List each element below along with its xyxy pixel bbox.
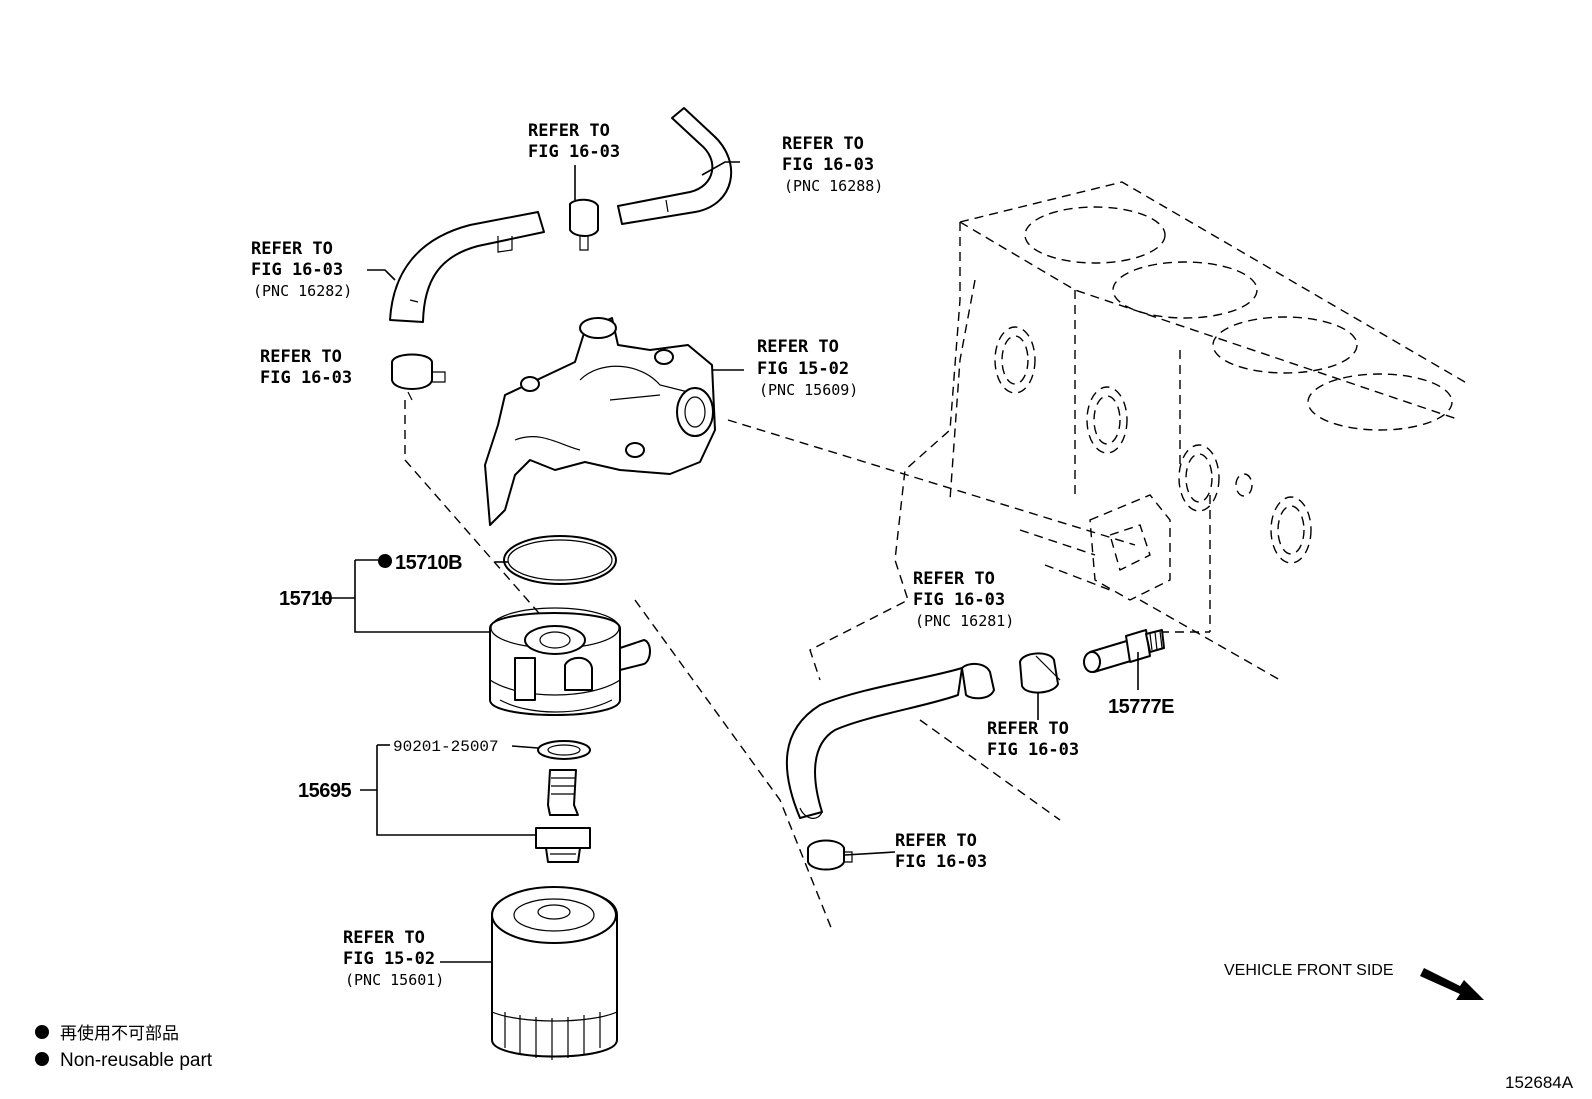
ref-label-5: REFER TO FIG 15-02 (PNC 15609) [757,337,858,399]
clamp-right [1019,652,1061,694]
ref-label-2-pnc: (PNC 16288) [784,177,883,195]
washer-90201-25007 [537,740,591,760]
non-reusable-marker-15710B [378,554,392,568]
vehicle-front-side-label: VEHICLE FRONT SIDE [1224,962,1394,979]
ref-label-5-line1: REFER TO [757,337,839,357]
ref-label-2: REFER TO FIG 16-03 (PNC 16288) [782,134,883,195]
ref-label-3-line2: FIG 16-03 [251,260,343,280]
clamp-left [391,353,446,401]
alignment-lines [404,400,1210,931]
part-number-15710: 15710 [279,588,332,610]
front-direction-arrow-icon [1420,968,1484,1000]
ref-label-6-line1: REFER TO [913,569,995,589]
ref-label-1: REFER TO FIG 16-03 [528,121,620,162]
ref-label-1-line1: REFER TO [528,121,610,141]
ref-label-4: REFER TO FIG 16-03 [260,347,352,388]
part-number-15710B: 15710B [395,552,462,574]
ref-label-7-line1: REFER TO [987,719,1069,739]
ref-label-5-line2: FIG 15-02 [757,359,849,379]
ref-label-8-line2: FIG 16-03 [895,852,987,872]
leader-lines [320,161,1139,963]
ref-label-7: REFER TO FIG 16-03 [987,719,1079,760]
clamp-bottom [807,839,853,871]
legend-bullet-jp [35,1025,49,1039]
ref-label-9: REFER TO FIG 15-02 (PNC 15601) [343,928,444,989]
fitting-15777E [1083,629,1165,673]
clamp-top [569,198,599,251]
ref-label-3-pnc: (PNC 16282) [253,282,352,300]
ref-label-9-line1: REFER TO [343,928,425,948]
ref-label-4-line2: FIG 16-03 [260,368,352,388]
union-bolt-15695 [535,769,591,863]
housing-15609 [484,317,716,526]
ref-label-2-line1: REFER TO [782,134,864,154]
ref-label-5-pnc: (PNC 15609) [759,381,858,399]
legend-en: Non-reusable part [60,1050,213,1071]
ref-label-1-line2: FIG 16-03 [528,142,620,162]
oil-cooler-15710 [489,607,651,716]
engine-block [809,181,1471,821]
ref-label-8: REFER TO FIG 16-03 [895,831,987,872]
figure-id: 152684A [1505,1073,1574,1092]
hose-16281 [785,662,995,819]
ref-label-8-line1: REFER TO [895,831,977,851]
oil-filter-15601 [491,886,618,1060]
legend-bullet-en [35,1052,49,1066]
ref-label-3: REFER TO FIG 16-03 (PNC 16282) [251,239,352,300]
ref-label-6-line2: FIG 16-03 [913,590,1005,610]
legend-jp: 再使用不可部品 [60,1023,179,1043]
ref-label-4-line1: REFER TO [260,347,342,367]
hose-16288 [617,107,733,225]
ref-label-6: REFER TO FIG 16-03 (PNC 16281) [913,569,1014,630]
ref-label-2-line2: FIG 16-03 [782,155,874,175]
part-number-15777E: 15777E [1108,696,1174,718]
ref-label-9-pnc: (PNC 15601) [345,971,444,989]
ref-label-3-line1: REFER TO [251,239,333,259]
gasket-15710B [503,535,617,585]
ref-label-7-line2: FIG 16-03 [987,740,1079,760]
part-number-90201-25007: 90201-25007 [393,738,499,756]
hose-16282 [389,211,545,323]
ref-label-6-pnc: (PNC 16281) [915,612,1014,630]
ref-label-9-line2: FIG 15-02 [343,949,435,969]
part-number-15695: 15695 [298,780,351,802]
